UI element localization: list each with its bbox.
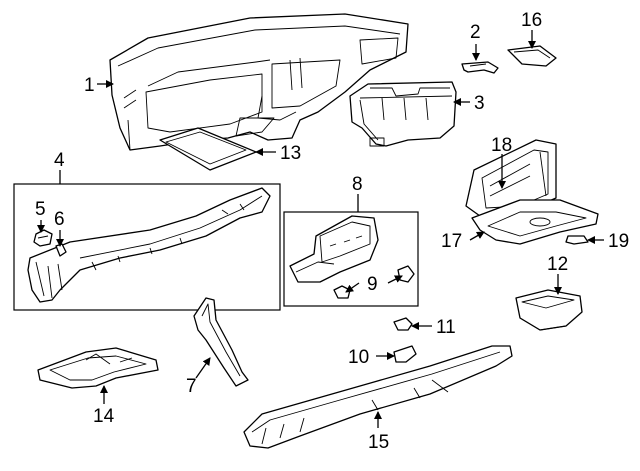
instrument-panel-drawing bbox=[109, 13, 409, 151]
callout-5: 5 bbox=[35, 199, 46, 220]
callout-12: 12 bbox=[547, 254, 568, 275]
glove-box-frame-drawing bbox=[289, 215, 379, 283]
callout-8: 8 bbox=[352, 174, 363, 195]
leader-9b bbox=[345, 282, 360, 293]
cap-10-drawing bbox=[393, 345, 417, 363]
callout-labels: 1 2 3 4 5 6 7 8 9 10 11 12 13 14 15 16 1… bbox=[35, 10, 629, 453]
callout-2: 2 bbox=[470, 22, 481, 43]
callout-14: 14 bbox=[93, 406, 115, 427]
leader-9a bbox=[387, 275, 403, 284]
callout-3: 3 bbox=[474, 93, 485, 114]
group-box-8 bbox=[283, 211, 419, 307]
leader-7 bbox=[195, 357, 211, 379]
bracket-drawing bbox=[461, 61, 499, 74]
callout-16: 16 bbox=[521, 10, 542, 31]
cover-plate-drawing bbox=[507, 45, 557, 67]
reinforcement-bar-drawing bbox=[27, 187, 271, 303]
callout-9: 9 bbox=[367, 274, 378, 295]
cap-11-drawing bbox=[393, 317, 413, 331]
callout-15: 15 bbox=[368, 432, 389, 453]
callout-7: 7 bbox=[186, 376, 197, 397]
callout-4: 4 bbox=[54, 150, 65, 171]
callout-11: 11 bbox=[436, 317, 456, 338]
leader-lines bbox=[37, 30, 604, 428]
callout-6: 6 bbox=[54, 209, 65, 230]
support-plate-drawing bbox=[37, 347, 159, 389]
callout-13: 13 bbox=[280, 143, 301, 164]
cluster-bezel-drawing bbox=[349, 81, 457, 147]
group-box-4 bbox=[13, 183, 281, 311]
side-trim-drawing bbox=[243, 345, 513, 449]
pillar-trim-drawing bbox=[193, 297, 249, 387]
callout-1: 1 bbox=[84, 75, 95, 96]
hinge-9b-drawing bbox=[397, 265, 415, 283]
glove-box-bin-drawing bbox=[471, 199, 599, 245]
hinge-9a-drawing bbox=[333, 285, 351, 299]
glove-box-door-drawing bbox=[465, 139, 557, 217]
clip-5-drawing bbox=[33, 229, 53, 247]
callout-19: 19 bbox=[608, 231, 629, 252]
storage-tray-drawing bbox=[515, 289, 583, 331]
glove-box-latch-drawing bbox=[565, 235, 589, 245]
callout-17: 17 bbox=[441, 231, 462, 252]
callout-18: 18 bbox=[491, 135, 512, 156]
leader-17 bbox=[469, 231, 485, 241]
callout-10: 10 bbox=[348, 347, 369, 368]
